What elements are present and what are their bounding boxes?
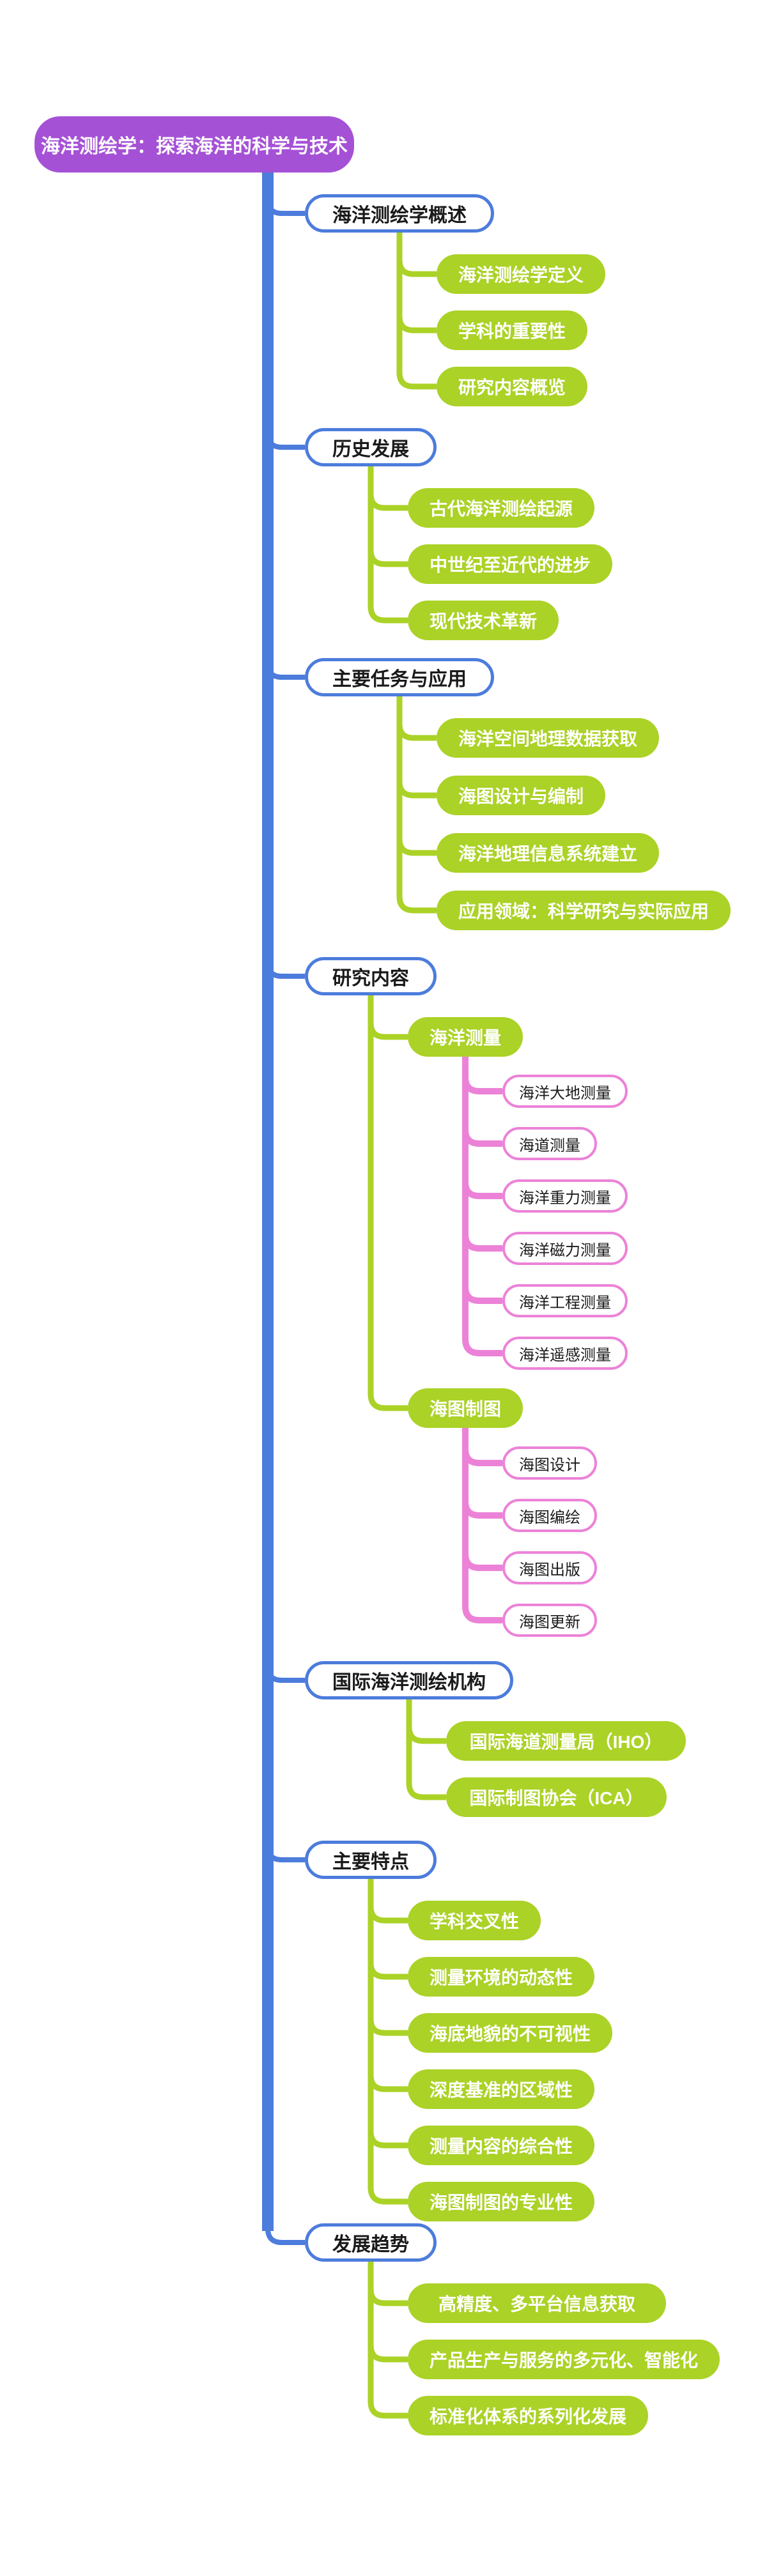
branch-node-research-content[interactable]: 研究内容: [305, 957, 437, 995]
connector-organizations-drop: [406, 1698, 446, 1800]
leaf-node-chart-design[interactable]: 海图设计: [502, 1446, 597, 1480]
connector-features-child4: [368, 2074, 408, 2092]
connector-history-child2: [368, 549, 408, 567]
connector-marine-survey-child2: [462, 1129, 502, 1147]
sub-node-ica[interactable]: 国际制图协会（ICA）: [446, 1777, 667, 1817]
connector-history-drop: [368, 465, 408, 624]
connector-marine-survey-child4: [462, 1234, 502, 1252]
leaf-node-marine-magnetic-survey[interactable]: 海洋磁力测量: [502, 1232, 628, 1265]
sub-node-iho[interactable]: 国际海道测量局（IHO）: [446, 1721, 686, 1761]
connector-features-child5: [368, 2131, 408, 2149]
connector-branch-history: [265, 433, 305, 450]
sub-node-chart-design-compilation[interactable]: 海图设计与编制: [437, 776, 605, 815]
root-node[interactable]: 海洋测绘学：探索海洋的科学与技术: [35, 116, 354, 172]
sub-node-dynamic-environment[interactable]: 测量环境的动态性: [408, 1957, 594, 1997]
connector-branch-overview: [265, 199, 305, 216]
branch-node-overview[interactable]: 海洋测绘学概述: [305, 194, 494, 233]
connector-features-child2: [368, 1962, 408, 1980]
connector-cartography-child3: [462, 1553, 502, 1571]
connector-features-child3: [368, 2018, 408, 2036]
connector-features-child1: [368, 1906, 408, 1924]
sub-node-definition[interactable]: 海洋测绘学定义: [437, 254, 605, 294]
leaf-node-marine-gravity-survey[interactable]: 海洋重力测量: [502, 1179, 628, 1213]
connector-overview-drop: [396, 231, 437, 390]
leaf-node-chart-compilation[interactable]: 海图编绘: [502, 1499, 597, 1532]
connector-cartography-child2: [462, 1501, 502, 1519]
sub-node-content-overview[interactable]: 研究内容概览: [437, 367, 587, 406]
connector-research-child1: [368, 1022, 408, 1040]
leaf-node-chart-publishing[interactable]: 海图出版: [502, 1551, 597, 1584]
connector-features-drop: [368, 1878, 408, 2205]
connector-branch-features: [265, 1845, 305, 1862]
connector-marine-survey-child5: [462, 1286, 502, 1304]
sub-node-regional-depth-datum[interactable]: 深度基准的区域性: [408, 2069, 594, 2109]
connector-cartography-drop: [462, 1427, 502, 1623]
connector-tasks-child3: [396, 838, 437, 856]
sub-node-comprehensive-content[interactable]: 测量内容的综合性: [408, 2126, 594, 2165]
sub-node-medieval-progress[interactable]: 中世纪至近代的进步: [408, 544, 612, 584]
branch-node-tasks-applications[interactable]: 主要任务与应用: [305, 658, 494, 696]
sub-node-diversified-intelligent-services[interactable]: 产品生产与服务的多元化、智能化: [408, 2340, 720, 2379]
connector-overview-child2: [396, 316, 437, 334]
connector-tasks-child1: [396, 723, 437, 741]
leaf-node-marine-geodesy[interactable]: 海洋大地测量: [502, 1075, 628, 1108]
connector-branch-trends: [265, 2228, 305, 2245]
sub-node-standardized-systems[interactable]: 标准化体系的系列化发展: [408, 2396, 648, 2435]
connector-trends-child2: [368, 2345, 408, 2363]
connector-branch-tasks: [265, 663, 305, 680]
sub-node-seabed-invisibility[interactable]: 海底地貌的不可视性: [408, 2013, 612, 2053]
leaf-node-marine-remote-sensing[interactable]: 海洋遥感测量: [502, 1337, 628, 1370]
branch-node-main-features[interactable]: 主要特点: [305, 1841, 437, 1879]
branch-node-history[interactable]: 历史发展: [305, 428, 437, 466]
sub-node-ancient-origins[interactable]: 古代海洋测绘起源: [408, 488, 594, 528]
connector-branch-organizations: [265, 1666, 305, 1683]
sub-node-interdisciplinary[interactable]: 学科交叉性: [408, 1901, 541, 1940]
leaf-node-marine-engineering-survey[interactable]: 海洋工程测量: [502, 1284, 628, 1317]
connector-marine-survey-child1: [462, 1077, 502, 1094]
branch-node-international-organizations[interactable]: 国际海洋测绘机构: [305, 1661, 513, 1699]
connector-tasks-drop: [396, 695, 437, 914]
connector-overview-child1: [396, 259, 437, 277]
sub-node-application-fields[interactable]: 应用领域：科学研究与实际应用: [437, 891, 731, 930]
connector-research-drop: [368, 994, 408, 1411]
sub-node-high-precision-acquisition[interactable]: 高精度、多平台信息获取: [408, 2283, 666, 2323]
sub-node-marine-gis[interactable]: 海洋地理信息系统建立: [437, 833, 659, 873]
connector-organizations-child1: [406, 1726, 446, 1744]
connector-marine-survey-drop: [462, 1055, 502, 1356]
connector-trends-child1: [368, 2288, 408, 2306]
connector-trends-drop: [368, 2260, 408, 2419]
connector-tasks-child2: [396, 781, 437, 799]
leaf-node-chart-updating[interactable]: 海图更新: [502, 1604, 597, 1637]
sub-node-importance[interactable]: 学科的重要性: [437, 310, 587, 350]
sub-node-professional-cartography[interactable]: 海图制图的专业性: [408, 2182, 594, 2221]
sub-node-chart-cartography[interactable]: 海图制图: [408, 1388, 523, 1428]
branch-node-development-trends[interactable]: 发展趋势: [305, 2223, 437, 2262]
sub-node-spatial-data-acquisition[interactable]: 海洋空间地理数据获取: [437, 718, 659, 758]
connector-marine-survey-child3: [462, 1181, 502, 1199]
sub-node-marine-survey[interactable]: 海洋测量: [408, 1017, 523, 1057]
sub-node-modern-innovation[interactable]: 现代技术革新: [408, 601, 559, 640]
connector-cartography-child1: [462, 1448, 502, 1466]
connector-history-child1: [368, 493, 408, 511]
connector-branch-research: [265, 962, 305, 979]
leaf-node-hydrographic-survey[interactable]: 海道测量: [502, 1127, 597, 1160]
